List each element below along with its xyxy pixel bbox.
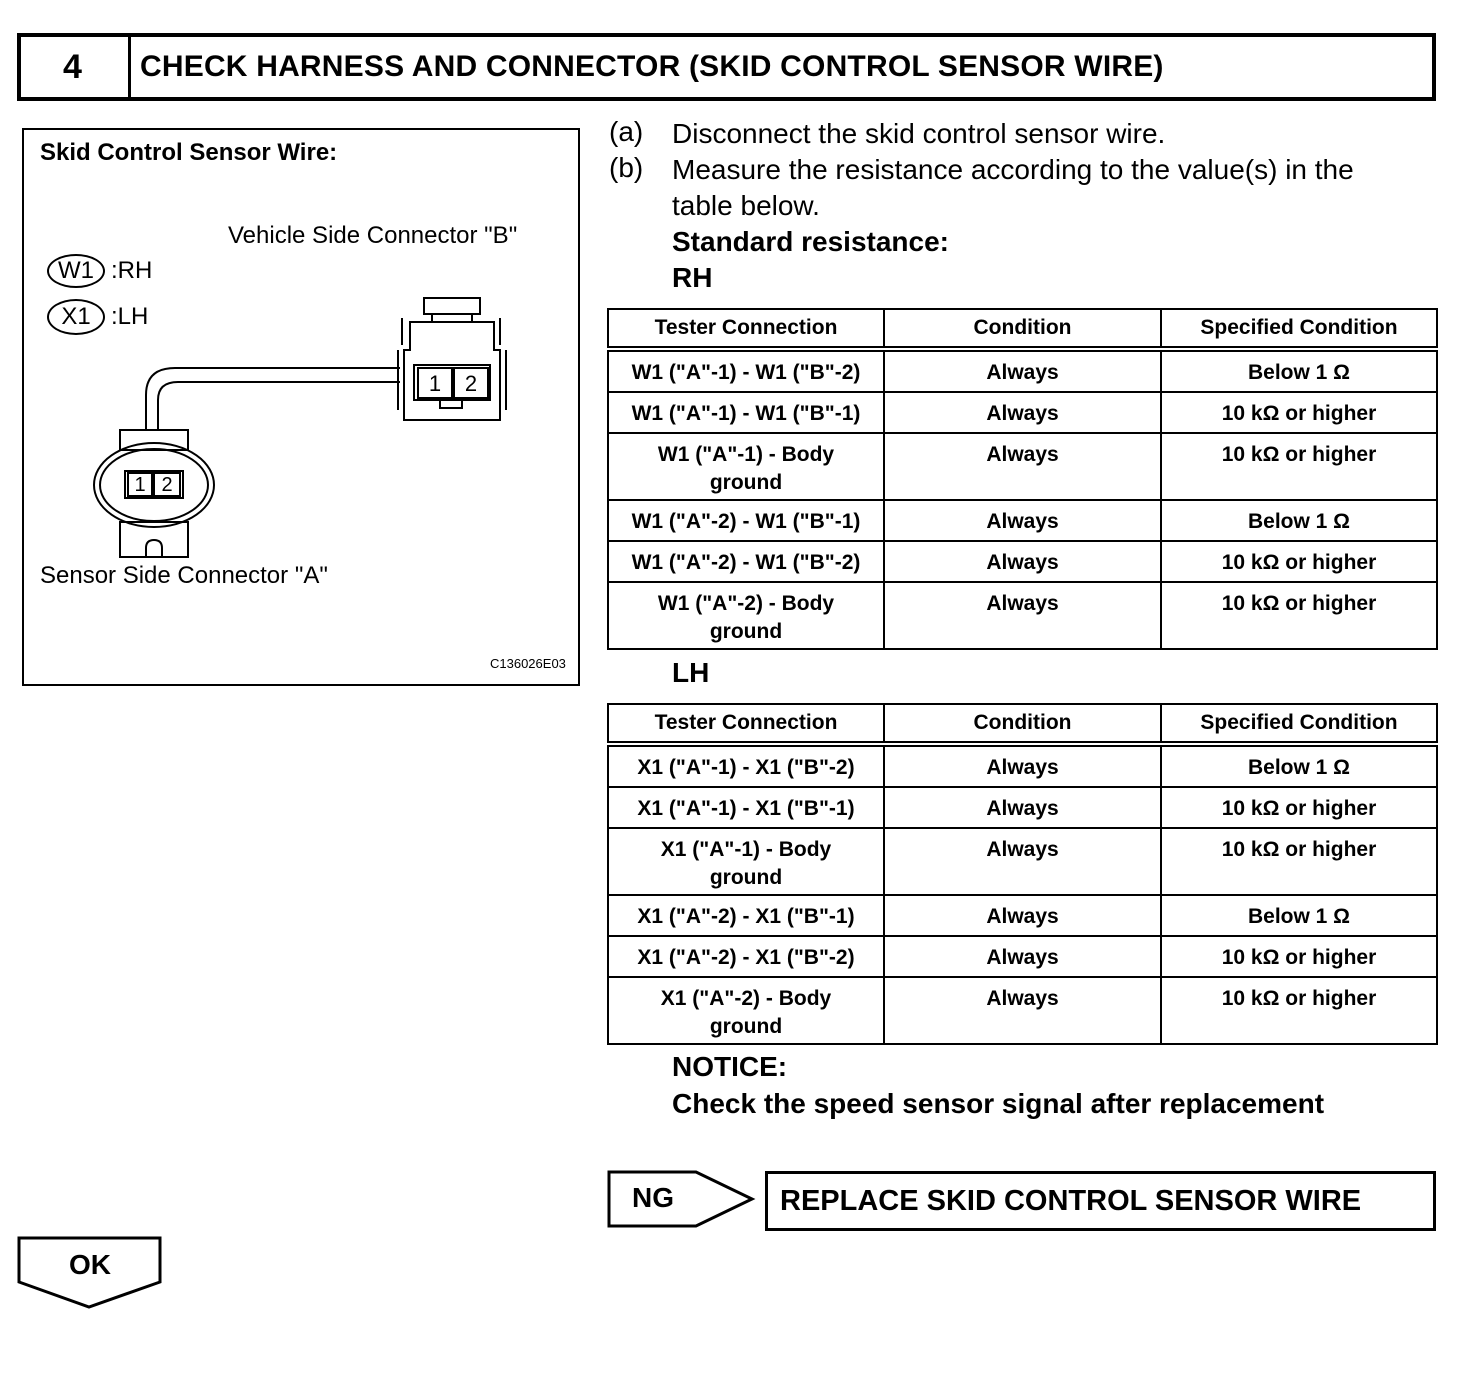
tester-connection-cell: W1 ("A"-2) - W1 ("B"-1) [607, 499, 885, 542]
table-header-row: Tester Connection Condition Specified Co… [607, 703, 1438, 747]
specified-condition-cell: 10 kΩ or higher [1160, 786, 1438, 829]
condition-cell: Always [883, 499, 1162, 542]
step-b-letter: (b) [609, 152, 644, 183]
specified-condition-cell: Below 1 Ω [1160, 348, 1438, 393]
step-title: CHECK HARNESS AND CONNECTOR (SKID CONTRO… [140, 50, 1164, 83]
condition-cell: Always [883, 786, 1162, 829]
header-condition: Condition [883, 703, 1162, 747]
table-row: W1 ("A"-2) - Body ground Always 10 kΩ or… [607, 581, 1438, 650]
step-a-letter: (a) [609, 116, 644, 147]
rh-spec-table: Tester Connection Condition Specified Co… [607, 308, 1438, 650]
notice-text: Check the speed sensor signal after repl… [672, 1088, 1325, 1119]
step-number: 4 [17, 33, 131, 101]
condition-cell: Always [883, 894, 1162, 937]
table-row: X1 ("A"-1) - Body ground Always 10 kΩ or… [607, 827, 1438, 896]
ng-action-box: REPLACE SKID CONTROL SENSOR WIRE [765, 1171, 1436, 1231]
sensor-connector-label: Sensor Side Connector "A" [40, 562, 328, 589]
table-header-row: Tester Connection Condition Specified Co… [607, 308, 1438, 352]
condition-cell: Always [883, 391, 1162, 434]
tester-connection-cell: X1 ("A"-1) - X1 ("B"-2) [607, 743, 885, 788]
header-condition: Condition [883, 308, 1162, 352]
tester-connection-cell: W1 ("A"-1) - Body ground [607, 432, 885, 501]
table-row: X1 ("A"-1) - X1 ("B"-2) Always Below 1 Ω [607, 743, 1438, 788]
specified-condition-cell: 10 kΩ or higher [1160, 976, 1438, 1045]
tester-connection-cell: W1 ("A"-1) - W1 ("B"-2) [607, 348, 885, 393]
table-row: W1 ("A"-2) - W1 ("B"-1) Always Below 1 Ω [607, 499, 1438, 542]
vehicle-connector-label: Vehicle Side Connector "B" [228, 222, 518, 249]
condition-cell: Always [883, 581, 1162, 650]
step-b-text-line2: table below. [672, 190, 820, 221]
tester-connection-cell: W1 ("A"-2) - W1 ("B"-2) [607, 540, 885, 583]
specified-condition-cell: 10 kΩ or higher [1160, 581, 1438, 650]
specified-condition-cell: 10 kΩ or higher [1160, 540, 1438, 583]
notice-heading: NOTICE: [672, 1051, 788, 1082]
connector-b-pin-1: 1 [428, 371, 442, 396]
rh-label: RH [672, 262, 713, 293]
figure-code: C136026E03 [490, 656, 566, 671]
lh-spec-table: Tester Connection Condition Specified Co… [607, 703, 1438, 1045]
connector-a-pin-2: 2 [161, 474, 173, 496]
table-row: W1 ("A"-1) - W1 ("B"-1) Always 10 kΩ or … [607, 391, 1438, 434]
tester-connection-cell: X1 ("A"-2) - X1 ("B"-1) [607, 894, 885, 937]
table-row: X1 ("A"-2) - X1 ("B"-2) Always 10 kΩ or … [607, 935, 1438, 978]
step-header [17, 33, 1436, 101]
legend-side-lh: :LH [111, 303, 149, 330]
table-row: W1 ("A"-1) - W1 ("B"-2) Always Below 1 Ω [607, 348, 1438, 393]
ok-label: OK [69, 1249, 111, 1280]
connector-diagram [93, 297, 507, 558]
tester-connection-cell: X1 ("A"-2) - X1 ("B"-2) [607, 935, 885, 978]
tester-connection-cell: W1 ("A"-1) - W1 ("B"-1) [607, 391, 885, 434]
specified-condition-cell: 10 kΩ or higher [1160, 935, 1438, 978]
condition-cell: Always [883, 540, 1162, 583]
figure-title: Skid Control Sensor Wire: [40, 139, 338, 166]
standard-resistance-label: Standard resistance: [672, 226, 949, 257]
specified-condition-cell: 10 kΩ or higher [1160, 827, 1438, 896]
table-row: X1 ("A"-2) - Body ground Always 10 kΩ or… [607, 976, 1438, 1045]
ok-arrow-icon [17, 1236, 162, 1309]
step-b-text-line1: Measure the resistance according to the … [672, 154, 1354, 185]
condition-cell: Always [883, 827, 1162, 896]
header-specified-condition: Specified Condition [1160, 308, 1438, 352]
condition-cell: Always [883, 935, 1162, 978]
specified-condition-cell: 10 kΩ or higher [1160, 391, 1438, 434]
specified-condition-cell: 10 kΩ or higher [1160, 432, 1438, 501]
table-row: W1 ("A"-1) - Body ground Always 10 kΩ or… [607, 432, 1438, 501]
tester-connection-cell: X1 ("A"-1) - Body ground [607, 827, 885, 896]
step-a-text: Disconnect the skid control sensor wire. [672, 118, 1166, 149]
condition-cell: Always [883, 976, 1162, 1045]
header-specified-condition: Specified Condition [1160, 703, 1438, 747]
connector-b-pin-2: 2 [464, 371, 478, 396]
tester-connection-cell: W1 ("A"-2) - Body ground [607, 581, 885, 650]
wiring-figure [22, 128, 580, 686]
specified-condition-cell: Below 1 Ω [1160, 743, 1438, 788]
condition-cell: Always [883, 348, 1162, 393]
specified-condition-cell: Below 1 Ω [1160, 894, 1438, 937]
ng-label: NG [632, 1182, 674, 1213]
header-tester-connection: Tester Connection [607, 308, 885, 352]
table-row: X1 ("A"-2) - X1 ("B"-1) Always Below 1 Ω [607, 894, 1438, 937]
condition-cell: Always [883, 743, 1162, 788]
condition-cell: Always [883, 432, 1162, 501]
table-row: W1 ("A"-2) - W1 ("B"-2) Always 10 kΩ or … [607, 540, 1438, 583]
connector-a-pin-1: 1 [134, 474, 146, 496]
legend-side-rh: :RH [111, 257, 153, 284]
legend-code-x1: X1 [47, 299, 105, 335]
tester-connection-cell: X1 ("A"-1) - X1 ("B"-1) [607, 786, 885, 829]
tester-connection-cell: X1 ("A"-2) - Body ground [607, 976, 885, 1045]
ng-arrow-icon [607, 1170, 756, 1228]
table-row: X1 ("A"-1) - X1 ("B"-1) Always 10 kΩ or … [607, 786, 1438, 829]
header-tester-connection: Tester Connection [607, 703, 885, 747]
legend-code-w1: W1 [47, 254, 105, 288]
specified-condition-cell: Below 1 Ω [1160, 499, 1438, 542]
lh-label: LH [672, 657, 710, 688]
